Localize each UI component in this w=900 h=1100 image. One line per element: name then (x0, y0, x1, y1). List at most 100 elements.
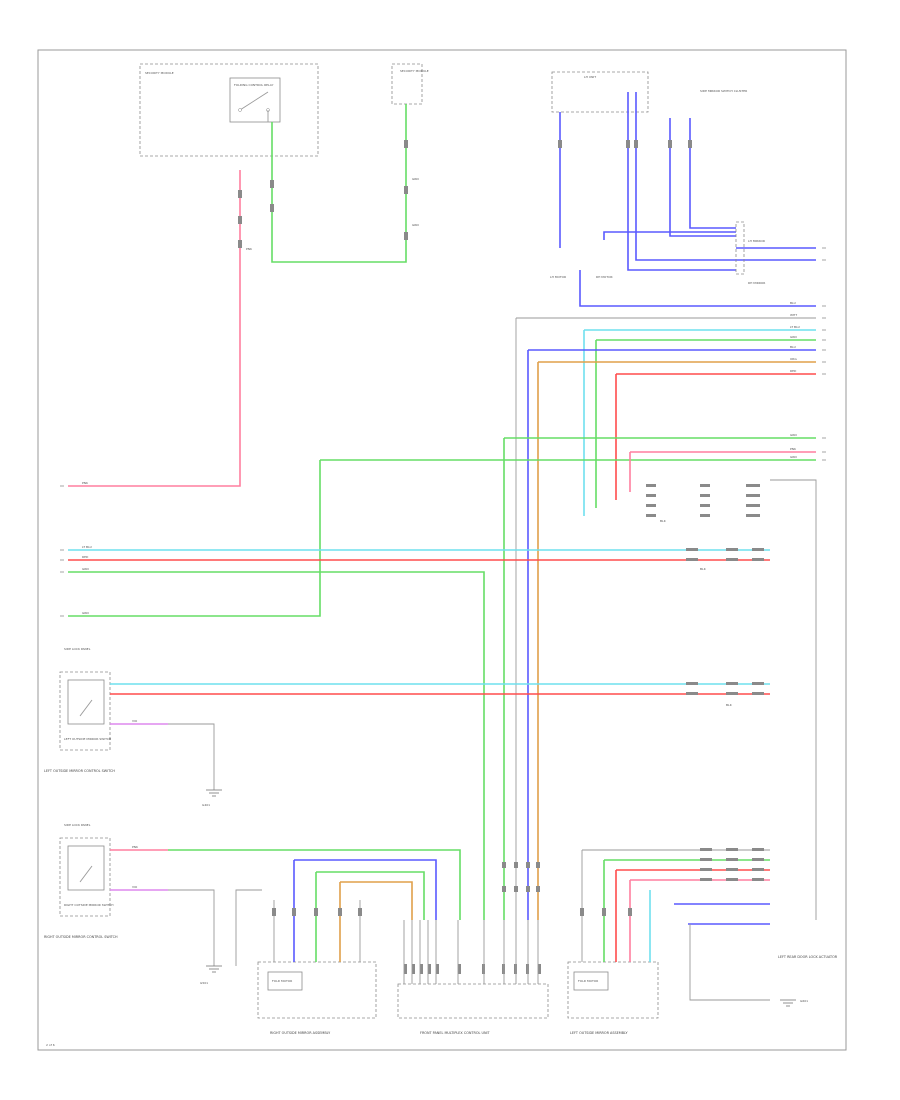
page-label: 2 of 6 (46, 1043, 55, 1047)
green-wire-right-1 (595, 339, 816, 508)
connector-stack-mid-2 (686, 548, 764, 561)
front-panel-caption: FRONT PANEL MULTIPLEX CONTROL UNIT (420, 1031, 490, 1035)
cyan-wire-right-1 (583, 329, 816, 516)
wire-label-grn-3: GRN (82, 611, 89, 615)
fold-motor-l-label: FOLD MOTOR (578, 979, 598, 983)
rh-mirror-label: RH MIRROR (748, 281, 765, 285)
wire-label-grn-5: GRN (790, 335, 797, 339)
mirror-motor-rh-label: RH MOTOR (596, 275, 613, 279)
diagram-frame (37, 49, 847, 1051)
orange-wire-rm (339, 881, 413, 962)
right-mirror-switch: SIDE LOCK PANEL RIGHT OUTSIDE MIRROR SWI… (44, 823, 118, 939)
gray-wire-lm-1 (581, 849, 770, 962)
wire-label-vio-1: VIO (132, 719, 138, 723)
wire-label-grn-4: GRN (82, 567, 89, 571)
lock-relay-label: FOLDING CONTROL RELAY (234, 83, 274, 87)
wire-label-ltblu-1: LT BLU (82, 545, 92, 549)
security-module: SECURITY MODULE FOLDING CONTROL RELAY (139, 63, 319, 157)
ground-g2: G501 (200, 965, 222, 985)
front-panel-unit: FRONT PANEL MULTIPLEX CONTROL UNIT (397, 983, 549, 1035)
connector-row-front (404, 964, 541, 974)
blue-wire-t4 (669, 118, 736, 237)
wire-label-wht-1: WHT (790, 313, 797, 317)
orange-wire-right (537, 361, 816, 920)
left-switch-caption: LEFT OUTSIDE MIRROR CONTROL SWITCH (44, 769, 115, 773)
wire-label-vio-2: VIO (132, 885, 138, 889)
connector-marks-bottom (272, 862, 632, 916)
wire-label-ltblu-2: LT BLU (790, 325, 800, 329)
wire-label-blu-1: BLU (790, 301, 796, 305)
gray-wire-left-switch (168, 723, 215, 790)
blue-wire-right-4 (527, 349, 816, 920)
security-module-label: SECURITY MODULE (145, 71, 174, 75)
door-lock-actuator: LEFT REAR DOOR LOCK ACTUATOR (778, 955, 838, 959)
green-wire-mid (68, 571, 485, 920)
green-wire-right-3 (68, 459, 816, 617)
pink-wire-main (68, 170, 241, 487)
mirror-motor-lh-label: LH MOTOR (550, 275, 566, 279)
red-wire-lm (615, 869, 770, 962)
right-mirror-assembly: FOLD MOTOR RIGHT OUTSIDE MIRROR ASSEMBLY (257, 961, 377, 1035)
door-lock-caption: LEFT REAR DOOR LOCK ACTUATOR (778, 955, 838, 959)
gray-wire-right-switch (168, 889, 215, 966)
pink-wire-lm (629, 879, 770, 962)
left-mirror-assembly: FOLD MOTOR LEFT OUTSIDE MIRROR ASSEMBLY (567, 961, 659, 1035)
wire-label-org-1: ORG (790, 357, 797, 361)
pink-wire-right (629, 451, 816, 492)
wire-label-blk-2: BLK (700, 567, 707, 571)
red-wire-right-1 (615, 373, 816, 500)
wire-label-pnk-2: PNK (246, 247, 253, 251)
green-wire-right-switch (168, 849, 461, 920)
wire-label-red-2: RED (790, 369, 797, 373)
lh-mirror-label: LH MIRROR (748, 239, 765, 243)
security-module-2: SECURITY MODULE (391, 63, 429, 105)
wire-label-red-1: RED (82, 555, 89, 559)
right-edge-terminals (822, 247, 826, 461)
wire-label-pnk-4: PNK (790, 447, 797, 451)
ground-g2-label: G501 (200, 981, 208, 985)
wire-label-grn-7: GRN (790, 455, 797, 459)
wire-label-grn-6: GRN (790, 433, 797, 437)
connector-stack-mid (646, 484, 760, 517)
left-mirror-caption: LEFT OUTSIDE MIRROR ASSEMBLY (570, 1031, 628, 1035)
mirror-unit-lh: LH MIRROR RH MIRROR (735, 221, 765, 285)
side-mirror-cluster-label: SIDE MIRROR SWITCH CLUSTER (700, 89, 747, 93)
green-wire-top (271, 104, 407, 263)
right-switch-title: SIDE LOCK PANEL (64, 823, 91, 827)
blue-wire-t6 (603, 231, 736, 240)
green-wire-right-2 (503, 437, 816, 920)
blue-wire-t3 (635, 92, 736, 261)
left-edge-terminals (60, 485, 64, 617)
ground-g3: G601 (780, 999, 808, 1007)
ground-g1-label: G401 (202, 803, 210, 807)
wire-label-grn-2: GRN (412, 223, 419, 227)
connector-stack-left-1 (686, 682, 764, 695)
gray-wire-lm-2 (689, 924, 770, 1001)
blue-wire-t5 (689, 118, 736, 229)
wire-label-blu-2: BLU (790, 345, 796, 349)
gray-wire-right-2 (770, 479, 817, 920)
connector-stack-lower (700, 848, 764, 881)
wire-label-pnk-1: PNK (82, 481, 89, 485)
lock-unit: LH UNIT (551, 71, 649, 113)
ground-g3-label: G601 (800, 999, 808, 1003)
right-mirror-caption: RIGHT OUTSIDE MIRROR ASSEMBLY (270, 1031, 331, 1035)
wire-label-grn-1: GRN (412, 177, 419, 181)
green-wire-rm (315, 871, 425, 962)
gray-wire-ground-2 (235, 889, 262, 966)
side-mirror-cluster-group: SIDE MIRROR SWITCH CLUSTER (700, 89, 747, 93)
left-switch-title: SIDE LOCK PANEL (64, 647, 91, 651)
lock-unit-label: LH UNIT (584, 75, 596, 79)
right-switch-caption: RIGHT OUTSIDE MIRROR CONTROL SWITCH (44, 935, 118, 939)
left-switch-sub: LEFT OUTSIDE MIRROR SWITCH (64, 737, 111, 741)
fold-motor-r-label: FOLD MOTOR (272, 979, 292, 983)
security-module-2-label: SECURITY MODULE (400, 69, 429, 73)
connector-marks-top (238, 140, 692, 248)
ground-top-1: LH MOTOR RH MOTOR (550, 275, 613, 279)
gray-wires-front (403, 920, 539, 984)
wire-label-blk-3: BLK (726, 703, 733, 707)
wire-label-blk-1: BLK (660, 519, 667, 523)
ground-g1: G401 (202, 789, 222, 807)
left-mirror-switch: SIDE LOCK PANEL LEFT OUTSIDE MIRROR SWIT… (44, 647, 115, 773)
